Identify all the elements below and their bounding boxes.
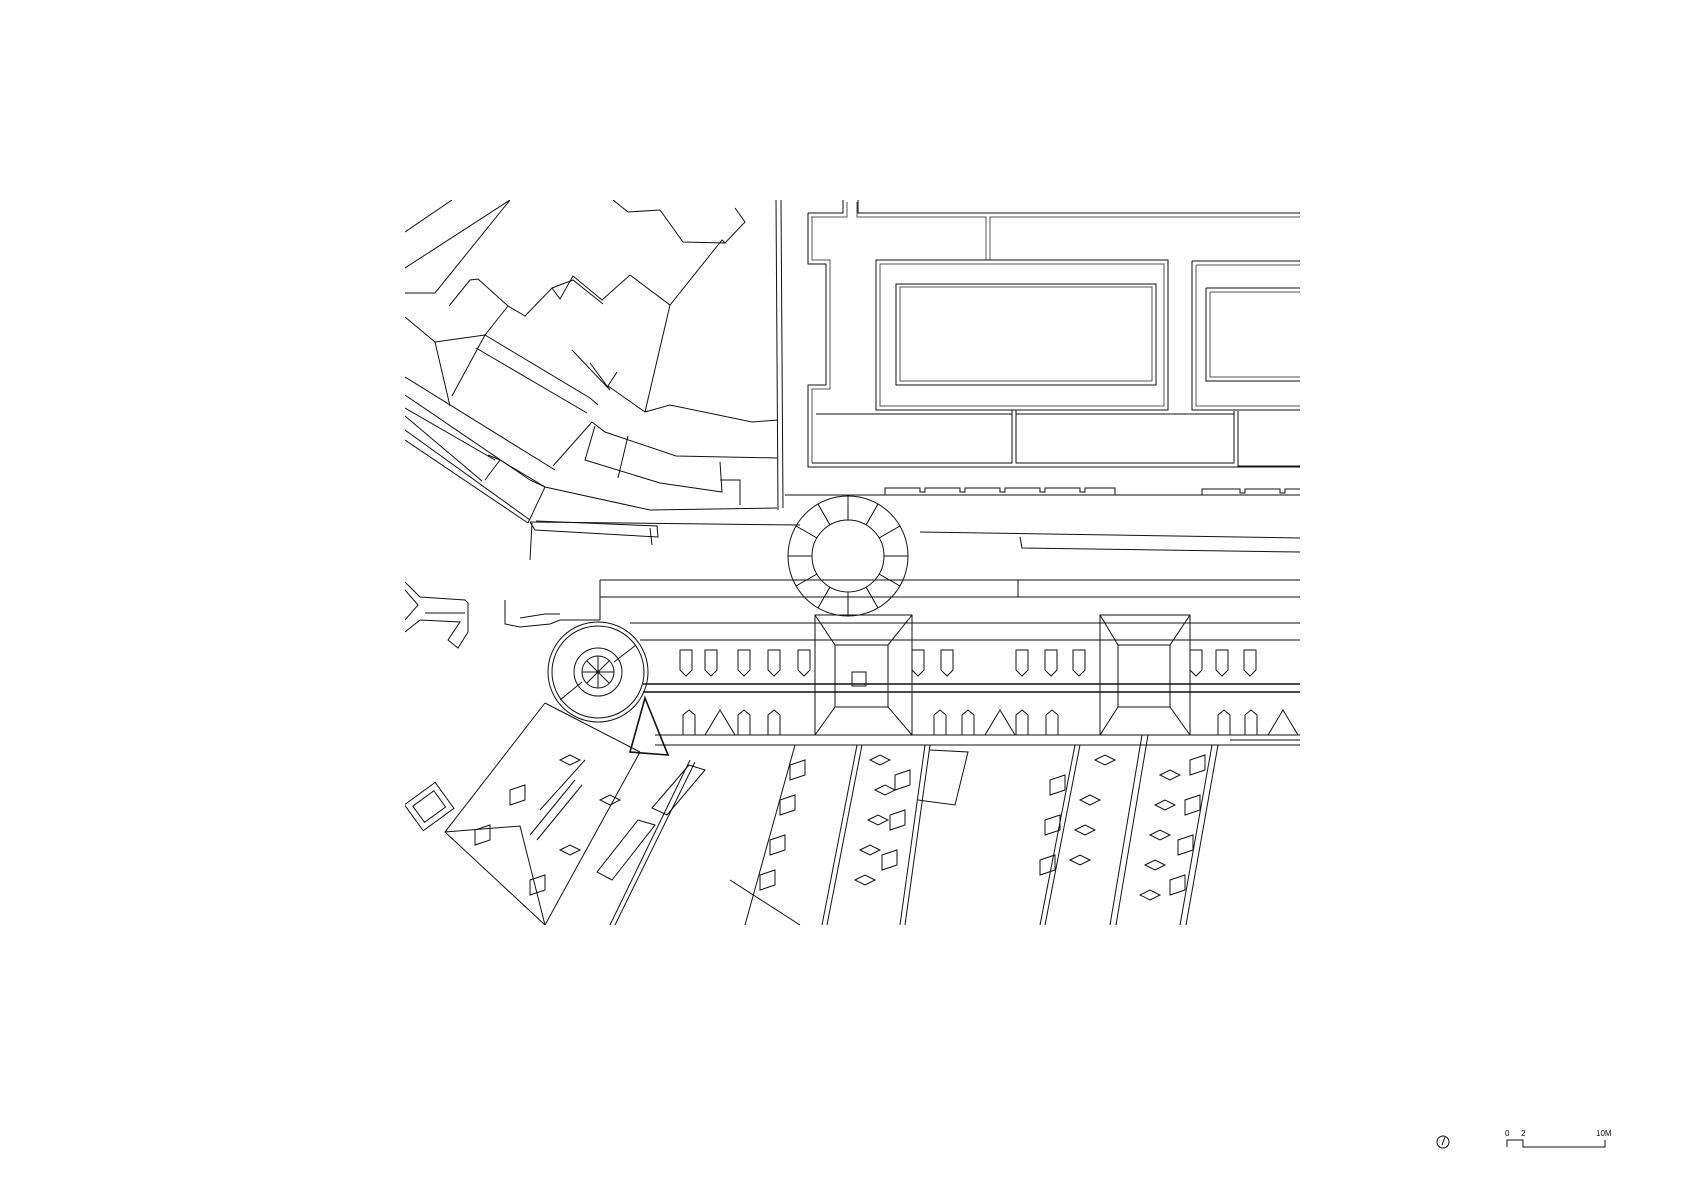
scale-bar: [1506, 1139, 1606, 1148]
scale-label-0: 0: [1505, 1129, 1510, 1138]
main-building: [628, 614, 1300, 756]
circular-pavilion: [547, 621, 649, 723]
northwest-buildings: [405, 200, 779, 561]
road-edge: [775, 200, 779, 511]
south-wings: [729, 734, 1300, 925]
northeast-block: [785, 200, 1300, 496]
roof-elements: [679, 649, 1299, 736]
streets: [504, 521, 1300, 628]
north-arrow-icon: [1436, 1135, 1450, 1149]
southwest-wing: [405, 702, 706, 925]
planters: [474, 754, 1206, 901]
roundabout: [787, 495, 909, 617]
scale-label-2: 2: [1521, 1129, 1526, 1138]
west-structure: [405, 581, 469, 649]
scale-label-10m: 10M: [1596, 1129, 1612, 1138]
